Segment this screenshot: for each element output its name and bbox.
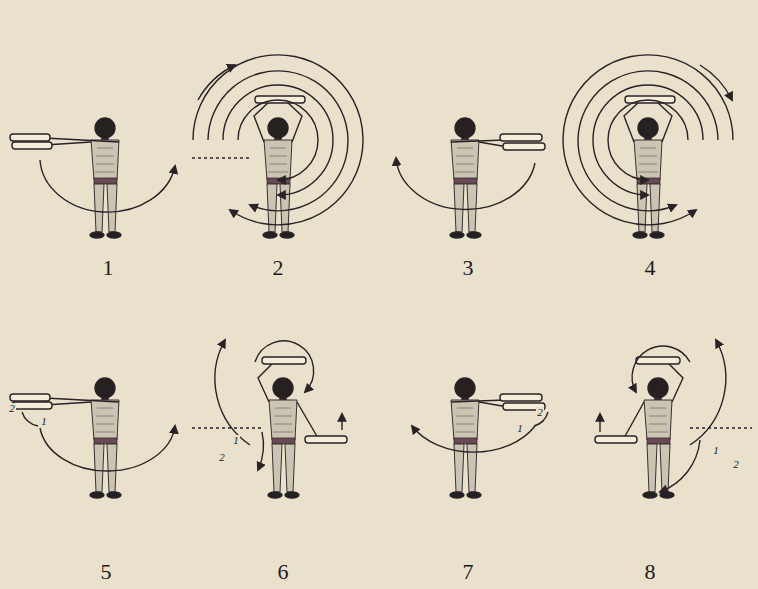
figure-number: 8 [645, 561, 656, 583]
callout-number: 1 [712, 445, 720, 456]
callout-number: 2 [536, 407, 544, 418]
callout-number: 1 [232, 435, 240, 446]
figure-number: 5 [101, 561, 112, 583]
callout-number: 2 [8, 403, 16, 414]
callout-number: 1 [516, 423, 524, 434]
figure-number: 6 [278, 561, 289, 583]
figure-number: 7 [463, 561, 474, 583]
callout-number: 1 [40, 416, 48, 427]
callout-number: 2 [218, 452, 226, 463]
figure-number: 4 [645, 257, 656, 279]
callout-number: 2 [732, 459, 740, 470]
figure-number: 2 [273, 257, 284, 279]
figure-number: 1 [103, 257, 114, 279]
figure-number: 3 [463, 257, 474, 279]
